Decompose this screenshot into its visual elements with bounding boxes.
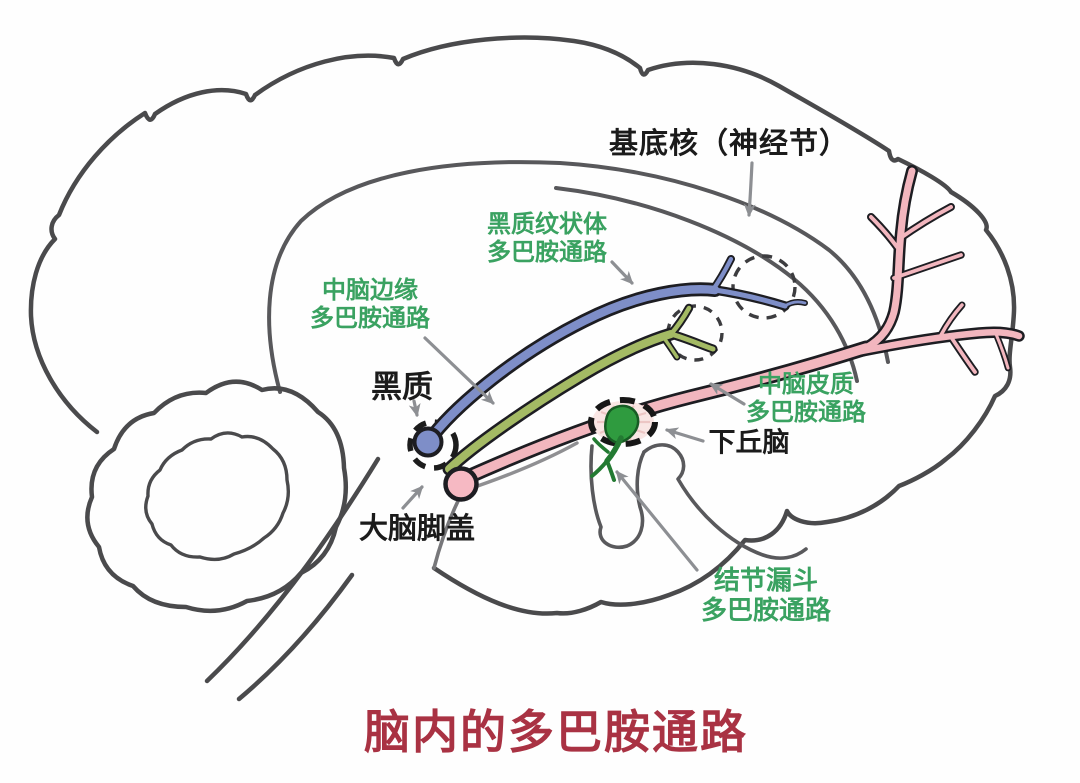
label-basal-ganglia: 基底核（神经节）: [608, 128, 850, 160]
arrow-tegmentum: [401, 485, 424, 510]
cerebellum-outline: [85, 379, 348, 614]
annotation-arrows: [401, 161, 756, 572]
limbic-target-dashed-circle: [666, 304, 724, 362]
tegmentum-origin-bulb: [443, 466, 479, 502]
label-mesocortical-line2: 多巴胺通路: [746, 399, 866, 426]
mesolimbic-pathway: [442, 303, 718, 476]
mammillary-temporal-line: [642, 443, 808, 560]
arrow-mesolimbic: [423, 336, 495, 405]
arrow-basal-ganglia: [743, 161, 756, 217]
arrow-substantia-nigra: [408, 399, 421, 417]
label-tuberoinfundibular-pathway: 结节漏斗 多巴胺通路: [701, 565, 831, 625]
substantia-nigra-dashed-circle: [407, 419, 459, 471]
striatum-dashed-circle: [731, 254, 797, 320]
label-nigrostriatal-line2: 多巴胺通路: [487, 239, 607, 266]
label-mesolimbic-pathway: 中脑边缘 多巴胺通路: [310, 277, 430, 333]
cerebellum-inner-folds: [144, 431, 291, 562]
arrow-mesocortical: [709, 382, 746, 406]
arrow-nigrostriatal: [610, 260, 634, 285]
inner-boundary-line-1: [267, 160, 890, 394]
label-nigrostriatal-pathway: 黑质纹状体 多巴胺通路: [487, 211, 607, 267]
label-tuberoinfundibular-line2: 多巴胺通路: [700, 595, 832, 625]
label-tuberoinfundibular-line1: 结节漏斗: [713, 565, 819, 595]
arrow-hypothalamus: [665, 427, 705, 443]
infundibulum-funnel: [590, 404, 640, 482]
pituitary-stalk-outline: [589, 444, 646, 549]
mesocortical-pathway: [451, 165, 1025, 489]
inner-boundary-line-2: [554, 186, 859, 383]
brainstem-line-right: [236, 572, 355, 702]
arrow-tuberoinfundibular: [615, 470, 699, 572]
nigrostriatal-pathway: [421, 255, 808, 449]
label-mesocortical-pathway: 中脑皮质 多巴胺通路: [746, 371, 866, 427]
label-tegmentum: 大脑脚盖: [358, 513, 476, 545]
label-mesocortical-line1: 中脑皮质: [758, 371, 854, 398]
brainstem-line-left: [204, 456, 381, 684]
diagram-title: 脑内的多巴胺通路: [364, 706, 748, 758]
label-nigrostriatal-line1: 黑质纹状体: [487, 211, 607, 238]
substantia-nigra-bulb: [412, 426, 444, 458]
label-mesolimbic-line1: 中脑边缘: [322, 277, 418, 304]
hypothalamus-dashed-circle: [588, 397, 658, 447]
cortex-outline: [28, 35, 1017, 616]
hypothalamus-structure: [588, 397, 658, 482]
label-substantia-nigra: 黑质: [371, 369, 433, 405]
brain-outline-group: [28, 35, 1017, 702]
label-hypothalamus: 下丘脑: [708, 427, 790, 458]
label-mesolimbic-line2: 多巴胺通路: [310, 305, 430, 332]
